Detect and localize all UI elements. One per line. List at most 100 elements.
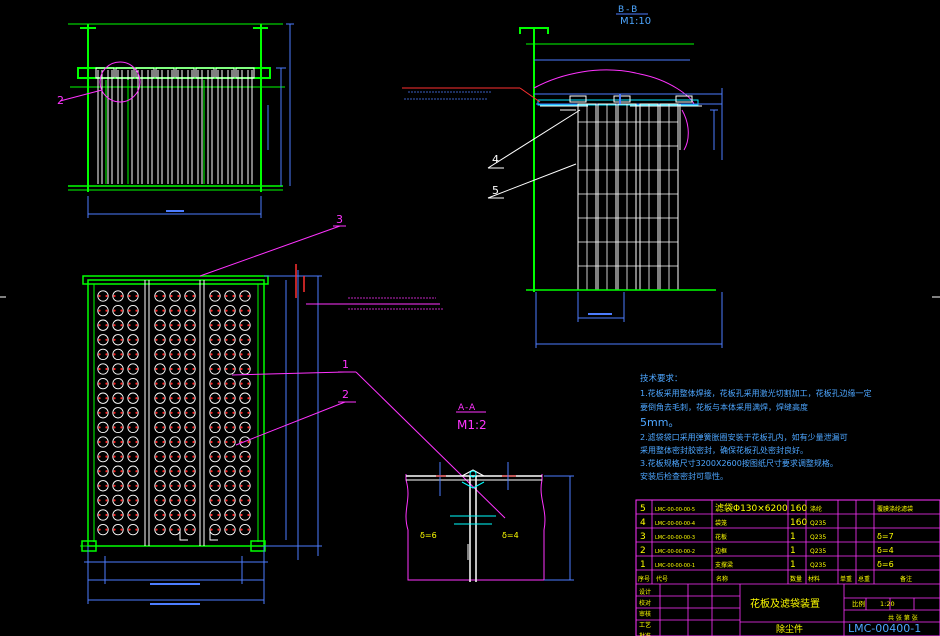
bag-hole [184,436,196,448]
sign-row-label: 工艺 [639,621,651,629]
bag-hole [184,319,196,331]
part-code: LMC-00-00-00-1 [655,563,695,569]
bag-hole [209,494,221,507]
sign-row-label: 校对 [639,599,651,607]
balloon-side-4: 4 [492,153,499,166]
bag-hole [224,363,236,375]
bag-hole [112,494,124,507]
scale-value: 1:20 [880,600,895,608]
company-name: 除尘件 [776,623,803,635]
bag-hole [154,436,166,448]
notes-line-1: 1.花板采用整体焊接，花板孔采用激光切割加工，花板孔边缘一定 [640,388,872,398]
bag-hole [184,480,196,492]
bag-hole [209,450,221,463]
bag-hole [154,450,166,463]
sheet-label: 共 张 第 张 [888,614,918,622]
bag-hole [169,377,181,390]
sign-row-label: 批准 [639,632,651,636]
bag-hole [209,421,221,434]
bag-hole [127,363,139,375]
balloon-plan-1: 1 [342,358,349,371]
bag-hole [127,436,139,448]
section-b-side-view: B-B M1:10 [402,5,723,348]
bag-hole [112,407,124,419]
notes-line-5: 采用整体密封胶密封，确保花板孔处密封良好。 [640,445,808,455]
bag-hole [127,334,139,346]
bag-hole [224,523,236,536]
bag-hole [97,421,109,434]
header-cell: 序号 [638,575,650,583]
bag-hole [127,523,139,536]
section-b-title: B-B [618,5,639,15]
bag-hole [209,304,221,317]
bag-hole [154,290,166,302]
bag-hole [169,348,181,361]
bag-hole [169,436,181,448]
notes-line-6: 3.花板规格尺寸3200X2600按图纸尺寸要求调整规格。 [640,458,838,468]
part-qty: 1 [790,546,796,556]
bag-hole [112,509,124,521]
bag-hole [112,348,124,361]
bag-hole [97,465,109,477]
bag-hole [209,290,221,302]
balloon-plan-3: 3 [336,213,343,226]
bag-hole [169,509,181,521]
balloon-plan-2: 2 [342,388,349,401]
bag-hole [112,334,124,346]
header-cell: 数量 [790,575,802,583]
bag-hole [239,290,251,302]
bag-hole [224,465,236,477]
bag-hole [112,290,124,302]
bag-hole [154,523,166,536]
section-b-scale: M1:10 [620,16,651,27]
part-no: 2 [640,546,646,556]
section-a-title: A-A [458,403,476,413]
bag-hole [127,450,139,463]
bag-hole [169,319,181,331]
part-no: 1 [640,560,646,570]
bag-hole [239,304,251,317]
notes-line-7: 安装后检查密封可靠性。 [640,471,728,481]
bag-hole [97,407,109,419]
bag-hole [127,407,139,419]
bag-hole [224,290,236,302]
bag-hole [224,421,236,434]
section-a-scale: M1:2 [457,418,487,432]
bag-hole [154,465,166,477]
bag-hole [239,480,251,492]
bag-hole [97,436,109,448]
header-cell: 材料 [808,575,820,583]
bag-hole [127,421,139,434]
bag-hole [184,523,196,536]
bag-hole [97,377,109,390]
bag-hole [169,407,181,419]
part-name: 支撑梁 [715,561,733,569]
bag-hole [169,304,181,317]
bag-hole [184,407,196,419]
bag-hole [239,348,251,361]
bag-hole [239,334,251,346]
bag-hole [154,421,166,434]
bag-hole [154,494,166,507]
bag-hole [224,494,236,507]
bag-hole [112,523,124,536]
bag-hole [169,334,181,346]
bag-hole [239,465,251,477]
bag-hole [209,334,221,346]
bag-hole [127,377,139,390]
bag-hole [127,494,139,507]
part-code: LMC-00-00-00-3 [655,535,695,541]
bag-hole [112,377,124,390]
part-material: Q235 [810,548,826,555]
bag-hole [239,407,251,419]
part-remark: δ=6 [877,560,894,569]
part-no: 5 [640,504,646,514]
part-code: LMC-00-00-00-4 [655,521,695,527]
part-qty: 1 [790,532,796,542]
bag-hole [239,494,251,507]
bag-hole [224,392,236,404]
header-cell: 总重 [858,575,870,583]
bag-hole [154,304,166,317]
bag-hole [112,319,124,331]
bag-hole [239,436,251,448]
